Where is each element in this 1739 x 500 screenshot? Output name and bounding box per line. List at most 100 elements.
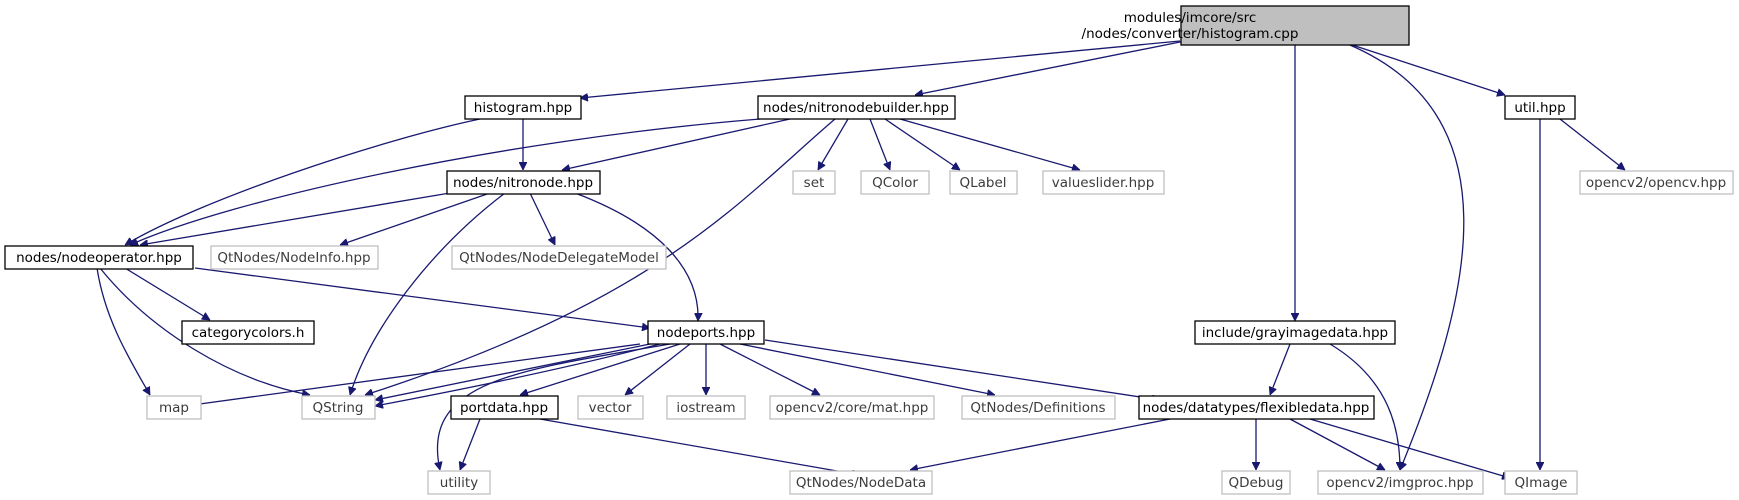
edge-nodeports-to-portdata <box>520 343 681 395</box>
edge-nitronode-to-nodeinfo <box>340 192 491 245</box>
node-opencv-hpp[interactable]: opencv2/opencv.hpp <box>1579 170 1734 195</box>
edge-flexibledata-to-qimage <box>1309 418 1510 478</box>
node-label: iostream <box>676 400 735 416</box>
edge-flexibledata-to-nodedata <box>910 418 1171 470</box>
node-label: vector <box>589 400 632 416</box>
node-label: opencv2/core/mat.hpp <box>776 400 929 416</box>
node-definitions[interactable]: QtNodes/Definitions <box>961 395 1116 420</box>
node-qimage[interactable]: QImage <box>1504 470 1578 495</box>
edge-nodeoperator-to-map <box>96 267 151 395</box>
edge-nodeoperator-to-nodeports <box>194 267 650 328</box>
edge-builder-to-valueslider <box>899 118 1080 170</box>
edge-nodeports-to-vector <box>625 343 691 395</box>
node-categorycolors-h[interactable]: categorycolors.h <box>181 320 315 345</box>
edge-nitronode-to-delegatemodel <box>529 192 556 245</box>
node-label: nodeports.hpp <box>657 325 755 341</box>
edge-root-to-histogram-hpp <box>580 40 1181 98</box>
edge-root-to-nitronodebuilder-hpp <box>915 40 1186 95</box>
edge-nodeports-to-map <box>185 343 641 406</box>
edge-nodeoperator-to-categorycolors <box>124 267 210 321</box>
edge-portdata-to-utility <box>460 418 481 470</box>
edge-nodeports-to-definitions <box>739 343 995 395</box>
node-nitronodebuilder-hpp[interactable]: nodes/nitronodebuilder.hpp <box>757 95 956 120</box>
edge-nodeports-to-qstring-2 <box>375 343 661 406</box>
edge-nodeports-to-mat <box>719 343 820 396</box>
node-iostream[interactable]: iostream <box>666 395 746 420</box>
node-qstring[interactable]: QString <box>301 395 376 420</box>
node-label: QtNodes/NodeDelegateModel <box>459 250 659 266</box>
node-label: QtNodes/NodeData <box>796 475 926 491</box>
node-label: nodes/nitronode.hpp <box>453 175 593 191</box>
edge-grayimagedata-to-imgproc <box>1329 343 1400 470</box>
edge-portdata-to-nodedata <box>539 418 860 475</box>
node-label: portdata.hpp <box>460 400 548 416</box>
edge-nodeports-to-flexibledata <box>764 339 1160 400</box>
edge-builder-to-nitronode <box>562 118 791 170</box>
node-qcolor[interactable]: QColor <box>860 170 930 195</box>
node-vector[interactable]: vector <box>577 395 644 420</box>
node-nitronode-hpp[interactable]: nodes/nitronode.hpp <box>446 170 601 195</box>
node-nodedelegatemodel[interactable]: QtNodes/NodeDelegateModel <box>451 245 667 270</box>
edge-util-to-opencv-hpp <box>1559 118 1625 170</box>
node-label: set <box>804 175 825 191</box>
node-mat-hpp[interactable]: opencv2/core/mat.hpp <box>769 395 935 420</box>
node-flexibledata-hpp[interactable]: nodes/datatypes/flexibledata.hpp <box>1138 395 1375 420</box>
node-histogram-hpp[interactable]: histogram.hpp <box>464 95 582 120</box>
root-label-line-1: modules/imcore/src <box>1124 10 1257 26</box>
node-map[interactable]: map <box>146 395 202 420</box>
node-nodeinfo-hpp[interactable]: QtNodes/NodeInfo.hpp <box>210 245 379 270</box>
root-label-line-2: /nodes/converter/histogram.cpp <box>1082 26 1299 42</box>
node-label: nodes/datatypes/flexibledata.hpp <box>1143 400 1370 416</box>
node-label: QtNodes/Definitions <box>970 400 1105 416</box>
edge-nitronode-to-qstring <box>350 192 506 395</box>
edge-builder-to-set <box>817 118 849 170</box>
edge-nodeoperator-to-qstring <box>99 267 310 395</box>
edge-builder-to-qlabel <box>884 118 960 171</box>
node-portdata-hpp[interactable]: portdata.hpp <box>450 395 559 420</box>
edge-nodeports-to-qstring <box>375 343 651 400</box>
edge-builder-to-qcolor <box>869 118 890 170</box>
node-label: QString <box>313 400 364 416</box>
edges <box>96 40 1625 478</box>
edge-nodeports-to-utility <box>437 343 671 470</box>
node-util-hpp[interactable]: util.hpp <box>1504 95 1576 120</box>
node-label: QColor <box>872 175 918 191</box>
node-nodeoperator-hpp[interactable]: nodes/nodeoperator.hpp <box>4 245 194 270</box>
node-label: QtNodes/NodeInfo.hpp <box>217 250 370 266</box>
edge-builder-to-qstring <box>365 118 836 395</box>
node-label: QDebug <box>1228 475 1283 491</box>
node-label: QImage <box>1515 475 1568 491</box>
node-label: nodes/nodeoperator.hpp <box>16 250 182 266</box>
edge-histogram-to-nodeoperator <box>125 118 481 246</box>
edge-flexibledata-to-imgproc <box>1289 418 1385 471</box>
edge-root-to-imgproc-hpp <box>1339 40 1465 470</box>
node-qlabel[interactable]: QLabel <box>949 170 1018 195</box>
node-label: utility <box>440 475 478 491</box>
node-label: nodes/nitronodebuilder.hpp <box>763 100 949 116</box>
edge-nitronode-to-nodeports <box>574 192 698 321</box>
node-qdebug[interactable]: QDebug <box>1221 470 1291 495</box>
edge-builder-to-nodeoperator <box>130 118 761 245</box>
node-set[interactable]: set <box>792 170 836 195</box>
node-utility[interactable]: utility <box>427 470 491 495</box>
edge-nitronode-to-nodeoperator <box>140 192 451 245</box>
node-nodedata[interactable]: QtNodes/NodeData <box>789 470 933 495</box>
node-grayimagedata-hpp[interactable]: include/grayimagedata.hpp <box>1194 320 1396 345</box>
edge-root-to-util-hpp <box>1339 40 1505 95</box>
node-label: opencv2/imgproc.hpp <box>1326 475 1473 491</box>
node-label: include/grayimagedata.hpp <box>1202 325 1388 341</box>
nodes: modules/imcore/src /nodes/converter/hist… <box>4 5 1734 495</box>
node-label: opencv2/opencv.hpp <box>1586 175 1726 191</box>
edge-grayimagedata-to-flexibledata <box>1270 343 1291 395</box>
node-label: categorycolors.h <box>192 325 305 341</box>
node-label: util.hpp <box>1514 100 1565 116</box>
node-valueslider-hpp[interactable]: valueslider.hpp <box>1042 170 1165 195</box>
node-label: map <box>159 400 189 416</box>
node-imgproc-hpp[interactable]: opencv2/imgproc.hpp <box>1317 470 1484 495</box>
node-nodeports-hpp[interactable]: nodeports.hpp <box>647 320 765 345</box>
node-root-histogram-cpp[interactable]: modules/imcore/src /nodes/converter/hist… <box>1082 5 1410 46</box>
node-label: valueslider.hpp <box>1052 175 1155 191</box>
node-label: QLabel <box>959 175 1006 191</box>
node-label: histogram.hpp <box>474 100 572 116</box>
